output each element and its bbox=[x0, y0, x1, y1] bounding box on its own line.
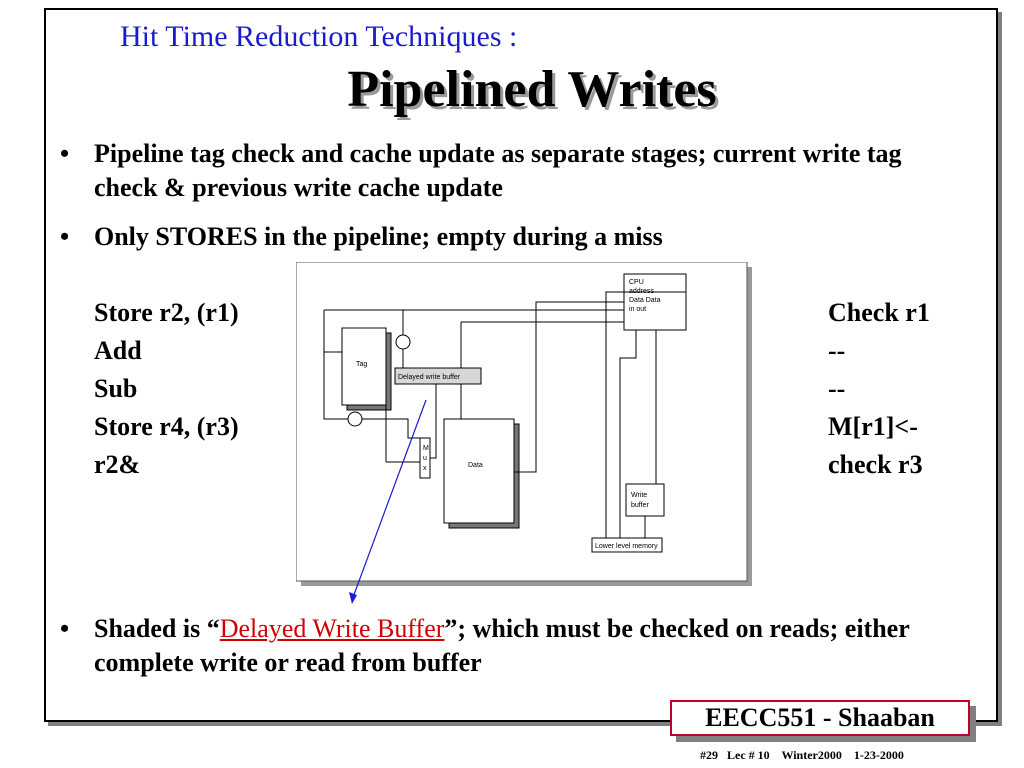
data-box bbox=[443, 418, 515, 524]
code-line: Add bbox=[94, 336, 142, 365]
tag-label: Tag bbox=[356, 361, 367, 368]
slide-title: Pipelined Writes bbox=[0, 60, 1024, 119]
mux-label: M bbox=[423, 445, 429, 452]
course-footer-box: EECC551 - Shaaban bbox=[670, 700, 970, 736]
write-buffer-label: buffer bbox=[631, 502, 649, 509]
cpu-label: address bbox=[629, 288, 654, 295]
code-line: r2& bbox=[94, 450, 141, 479]
code-line: Check r1 bbox=[828, 298, 930, 327]
bullet-prefix: Shaded is “ bbox=[94, 614, 220, 643]
bullet-text: Only STORES in the pipeline; empty durin… bbox=[94, 222, 663, 251]
cpu-label: Data Data bbox=[629, 297, 661, 304]
pipelined-writes-diagram: CPU address Data Data in out Tag Delayed… bbox=[296, 262, 752, 586]
code-sequence-right: Check r1 -- -- M[r1]<- check r3 bbox=[828, 294, 930, 484]
annotation-arrow-head bbox=[349, 592, 357, 604]
bullet-text: Pipeline tag check and cache update as s… bbox=[94, 139, 902, 202]
bullet-dot: • bbox=[60, 222, 70, 251]
slide-subtitle: Hit Time Reduction Techniques : bbox=[120, 20, 518, 53]
delayed-write-buffer-link[interactable]: Delayed Write Buffer bbox=[219, 614, 445, 643]
tag-box bbox=[341, 327, 387, 406]
annotation-arrow-line bbox=[351, 399, 427, 601]
cpu-label: in out bbox=[629, 306, 646, 313]
bullet-dot: • bbox=[60, 614, 70, 643]
delayed-write-buffer-label: Delayed write buffer bbox=[398, 374, 461, 381]
mux-label: u bbox=[423, 455, 427, 462]
footer-meta: #29 Lec # 10 Winter2000 1-23-2000 bbox=[700, 748, 904, 762]
cpu-label: CPU bbox=[629, 279, 644, 286]
code-line: -- bbox=[828, 336, 846, 365]
slide-title-text: Pipelined Writes bbox=[347, 61, 717, 118]
code-line: Sub bbox=[94, 374, 138, 403]
code-line: check r3 bbox=[828, 450, 923, 479]
bullet-text: Shaded is “Delayed Write Buffer”; which … bbox=[94, 612, 960, 680]
lower-level-memory-label: Lower level memory bbox=[595, 543, 658, 550]
code-line: -- bbox=[828, 374, 846, 403]
bullet-dot: • bbox=[60, 139, 70, 168]
code-line: M[r1]<- bbox=[828, 412, 918, 441]
lower-level-memory-box bbox=[591, 537, 663, 553]
code-sequence-left: Store r2, (r1) Add Sub Store r4, (r3) r2… bbox=[94, 294, 239, 484]
data-label: Data bbox=[468, 462, 483, 469]
delayed-write-buffer-box bbox=[394, 367, 482, 385]
bullet-suffix: ”; which must be checked on reads; eithe… bbox=[94, 614, 910, 677]
code-line: Store r4, (r3) bbox=[94, 412, 239, 441]
code-line: Store r2, (r1) bbox=[94, 298, 239, 327]
mux-label: x bbox=[423, 465, 427, 472]
write-buffer-label: Write bbox=[631, 492, 647, 499]
